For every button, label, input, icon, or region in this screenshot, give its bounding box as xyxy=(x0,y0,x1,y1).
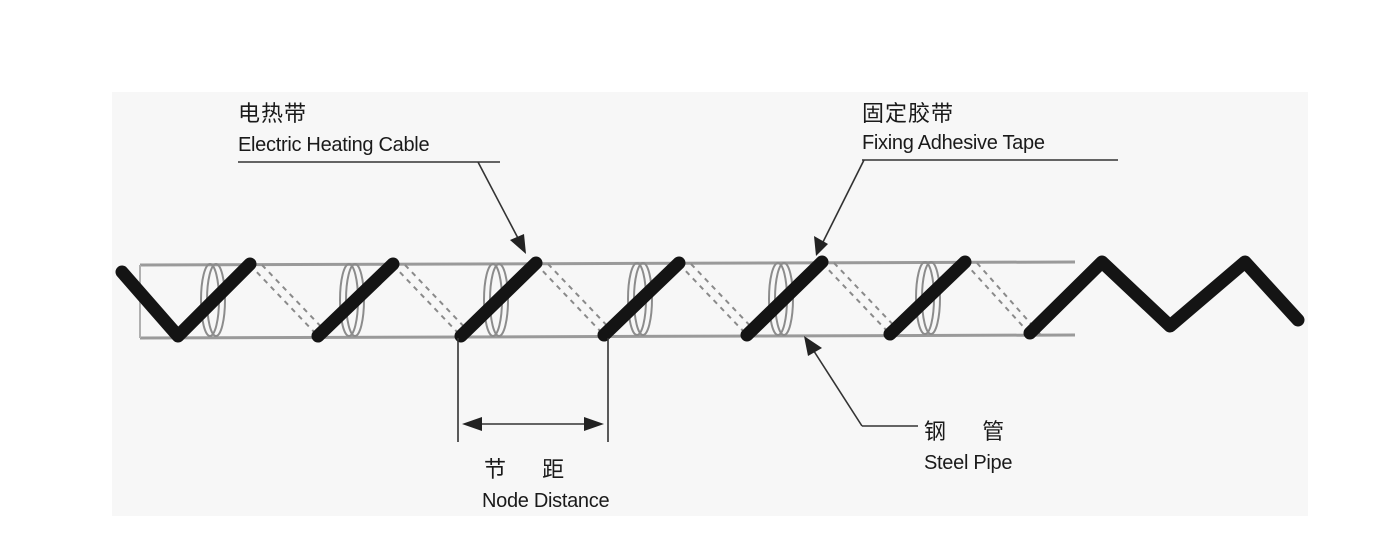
node-distance-label-cn: 节 距 xyxy=(484,457,565,482)
tape-label-cn: 固定胶带 xyxy=(862,101,955,126)
cable-hidden-segments xyxy=(249,262,1041,337)
cable-label-en: Electric Heating Cable xyxy=(238,134,430,156)
heating-cable-front xyxy=(115,255,1305,343)
pipe-label-cn: 钢 管 xyxy=(924,419,1005,444)
cable-label-cn: 电热带 xyxy=(238,101,308,126)
tape-label-en: Fixing Adhesive Tape xyxy=(862,132,1045,154)
node-distance-label-en: Node Distance xyxy=(482,490,610,512)
callout-leaders xyxy=(238,159,1118,442)
pipe-label-en: Steel Pipe xyxy=(924,452,1013,474)
callout-arrowheads xyxy=(462,234,828,431)
adhesive-tape-rings xyxy=(200,261,941,337)
